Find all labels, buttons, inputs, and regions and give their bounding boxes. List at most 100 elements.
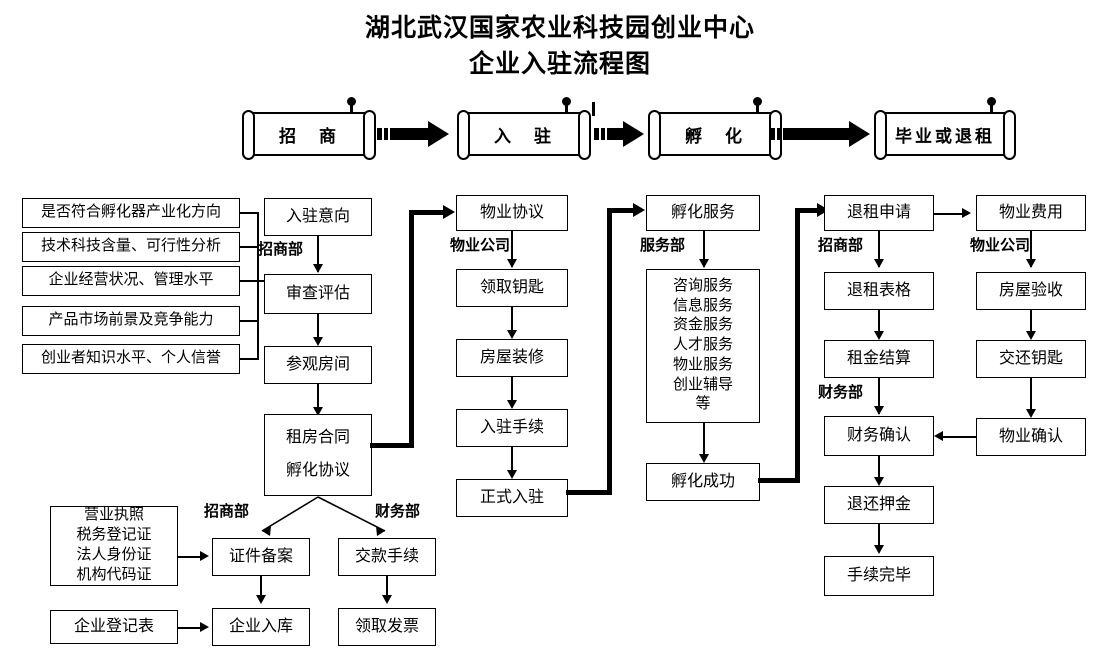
node-payment-procedure[interactable]: 交款手续: [338, 538, 436, 576]
edge-propconfirm-financeconfirm-arrowhead: [934, 431, 943, 441]
criteria-stub-5: [240, 358, 258, 360]
edge-visit-contract-arrowhead: [313, 407, 323, 416]
contract-line1: 租房合同: [285, 429, 350, 447]
stage-banner-3[interactable]: 孵 化: [646, 106, 784, 162]
link-formal-up: [607, 208, 612, 495]
node-property-confirm[interactable]: 物业确认: [976, 418, 1086, 456]
edge-returnkeys-propconfirm-arrowhead: [1026, 409, 1036, 418]
node-rent-settlement[interactable]: 租金结算: [824, 340, 934, 378]
stage-banner-1-label: 招 商: [250, 112, 368, 156]
criteria-box-2[interactable]: 技术科技含量、可行性分析: [22, 232, 240, 262]
link-success-to-exit: [795, 208, 821, 213]
edge-regform-entry: [178, 627, 204, 629]
edge-docs-filing-arrowhead: [200, 551, 209, 561]
link-formal-to-service: [607, 208, 637, 213]
node-deposit-refund[interactable]: 退还押金: [824, 486, 934, 524]
scroll-roll-right: [1003, 110, 1016, 160]
doc-item-3: 法人身份证: [76, 547, 152, 563]
edge-review-visit: [317, 314, 319, 344]
edge-procedures-formal-arrowhead: [507, 470, 517, 479]
node-renovation[interactable]: 房屋装修: [456, 339, 568, 377]
node-registration-form[interactable]: 企业登记表: [50, 610, 178, 644]
node-get-invoice[interactable]: 领取发票: [338, 608, 436, 646]
scroll-roll-left: [874, 110, 887, 160]
node-exit-application[interactable]: 退租申请: [824, 195, 934, 231]
node-return-keys[interactable]: 交还钥匙: [976, 340, 1086, 378]
edge-exitapp-exitform-arrowhead: [874, 259, 884, 268]
edge-fee-inspection: [1030, 231, 1032, 267]
edge-agreement-keys: [511, 231, 513, 267]
scroll-roll-right: [578, 110, 591, 160]
stage-banner-4-label: 毕业或退租: [882, 112, 1008, 156]
edge-docs-filing: [178, 556, 204, 558]
dept-label-investment-3: 招商部: [204, 503, 250, 520]
criteria-stub-1: [240, 212, 258, 214]
node-documents[interactable]: 营业执照 税务登记证 法人身份证 机构代码证: [50, 506, 178, 586]
criteria-stub-4: [240, 320, 258, 322]
edge-intent-review-arrowhead: [313, 264, 323, 273]
edge-exitapp-exitform: [878, 231, 880, 267]
edge-filing-entry-arrowhead: [256, 595, 266, 604]
node-incubation-service[interactable]: 孵化服务: [646, 195, 760, 231]
node-review[interactable]: 审查评估: [264, 274, 372, 314]
link-contract-right: [370, 443, 414, 448]
node-procedure-complete[interactable]: 手续完毕: [824, 556, 934, 596]
node-house-inspection[interactable]: 房屋验收: [976, 272, 1086, 310]
stage-banner-4[interactable]: 毕业或退租: [872, 106, 1018, 162]
stage-banner-2[interactable]: 入 驻: [455, 106, 593, 162]
edge-filing-entry: [260, 576, 262, 600]
criteria-box-1[interactable]: 是否符合孵化器产业化方向: [22, 198, 240, 228]
doc-item-1: 营业执照: [83, 507, 144, 524]
node-visit-room[interactable]: 参观房间: [264, 346, 372, 384]
scroll-stick-2: [565, 100, 568, 114]
dept-label-investment-2: 招商部: [818, 237, 864, 254]
edge-payment-invoice: [386, 576, 388, 600]
node-property-fee[interactable]: 物业费用: [976, 195, 1086, 231]
node-get-keys[interactable]: 领取钥匙: [456, 269, 568, 307]
doc-item-2: 税务登记证: [76, 527, 152, 544]
edge-finance-deposit-arrowhead: [874, 477, 884, 486]
edge-review-visit-arrowhead: [313, 337, 323, 346]
node-contract[interactable]: 租房合同 孵化协议: [264, 414, 372, 496]
node-incubation-success[interactable]: 孵化成功: [646, 463, 760, 501]
node-document-filing[interactable]: 证件备案: [212, 538, 310, 576]
stage-banner-1[interactable]: 招 商: [240, 102, 595, 162]
dept-label-property-1: 物业公司: [450, 237, 511, 254]
service-item-1: 咨询服务: [672, 277, 733, 294]
scroll-stick-1: [350, 100, 353, 114]
chart-title-line2: 企业入驻流程图: [468, 51, 651, 78]
edge-exitapp-propertyfee: [934, 213, 968, 215]
scroll-roll-left: [242, 110, 255, 160]
node-entry-procedures[interactable]: 入驻手续: [456, 409, 568, 447]
criteria-stub-3: [240, 280, 258, 282]
edge-returnkeys-propconfirm: [1030, 378, 1032, 416]
edge-renovation-procedures: [511, 377, 513, 407]
node-property-agreement[interactable]: 物业协议: [456, 195, 568, 231]
criteria-bus: [257, 212, 259, 360]
node-finance-confirm[interactable]: 财务确认: [824, 416, 934, 456]
service-item-3: 资金服务: [672, 317, 733, 334]
scroll-knob-1: [347, 97, 356, 106]
scroll-knob-2: [562, 97, 571, 106]
node-formal-entry[interactable]: 正式入驻: [456, 479, 568, 517]
node-service-list[interactable]: 咨询服务 信息服务 资金服务 人才服务 物业服务 创业辅导 等: [646, 269, 760, 423]
node-exit-form[interactable]: 退租表格: [824, 272, 934, 310]
edge-service-list: [703, 231, 705, 267]
edge-deposit-complete: [878, 524, 880, 552]
stage-arrow-3: [770, 121, 870, 147]
node-intent[interactable]: 入驻意向: [264, 198, 372, 236]
criteria-box-3[interactable]: 企业经营状况、管理水平: [22, 266, 240, 296]
stage-arrow-1: [377, 121, 449, 147]
edge-agreement-keys-arrowhead: [507, 259, 517, 268]
stage-arrow-2: [594, 121, 644, 147]
edge-payment-invoice-arrowhead: [382, 595, 392, 604]
service-item-7: 等: [695, 396, 711, 413]
edge-exitapp-propertyfee-arrowhead: [962, 208, 971, 218]
edge-list-success-arrowhead: [699, 454, 709, 463]
criteria-box-5[interactable]: 创业者知识水平、个人信誉: [22, 344, 240, 374]
scroll-roll-left: [457, 110, 470, 160]
criteria-box-4[interactable]: 产品市场前景及竞争能力: [22, 306, 240, 336]
chart-title-line1: 湖北武汉国家农业科技园创业中心: [364, 15, 755, 42]
node-enterprise-entry[interactable]: 企业入库: [212, 608, 310, 646]
